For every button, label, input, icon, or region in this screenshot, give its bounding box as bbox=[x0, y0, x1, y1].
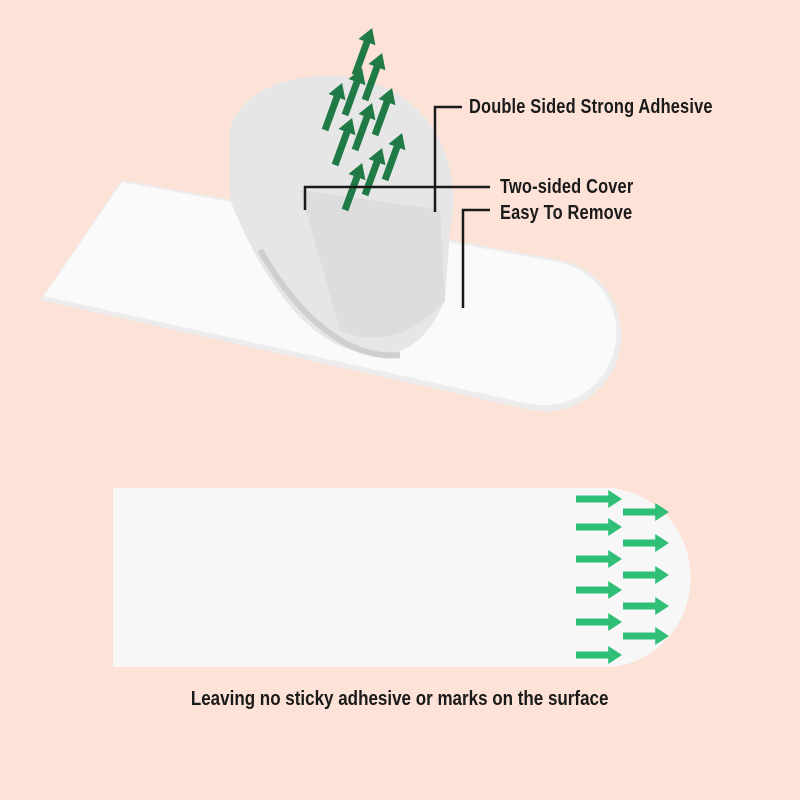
upward-arrows bbox=[321, 28, 406, 212]
label-easy-to-remove: Easy To Remove bbox=[500, 202, 633, 224]
arrow-icon bbox=[576, 490, 622, 508]
folded-cover-loop bbox=[230, 75, 454, 359]
arrow-icon bbox=[576, 518, 622, 536]
arrow-icon bbox=[321, 83, 346, 132]
arrow-icon bbox=[623, 566, 669, 584]
label-two-sided-cover: Two-sided Cover bbox=[500, 176, 634, 198]
arrow-icon bbox=[576, 646, 622, 664]
arrow-icon bbox=[371, 88, 396, 137]
arrow-icon bbox=[576, 613, 622, 631]
bottom-adhesive-strip bbox=[113, 488, 691, 667]
rightward-arrows bbox=[576, 490, 669, 664]
arrow-icon bbox=[381, 133, 406, 182]
arrow-icon bbox=[576, 550, 622, 568]
arrow-icon bbox=[623, 597, 669, 615]
arrow-icon bbox=[623, 534, 669, 552]
arrow-icon bbox=[351, 103, 376, 152]
arrow-icon bbox=[623, 627, 669, 645]
arrow-icon bbox=[576, 581, 622, 599]
arrow-icon bbox=[361, 148, 386, 197]
caption: Leaving no sticky adhesive or marks on t… bbox=[191, 688, 609, 710]
label-double-sided-adhesive: Double Sided Strong Adhesive bbox=[469, 96, 713, 118]
arrow-icon bbox=[331, 118, 356, 167]
arrow-icon bbox=[361, 53, 386, 102]
arrow-icon bbox=[341, 68, 366, 117]
callout-lines bbox=[303, 105, 490, 308]
arrow-icon bbox=[623, 503, 669, 521]
arrow-icon bbox=[351, 28, 376, 77]
